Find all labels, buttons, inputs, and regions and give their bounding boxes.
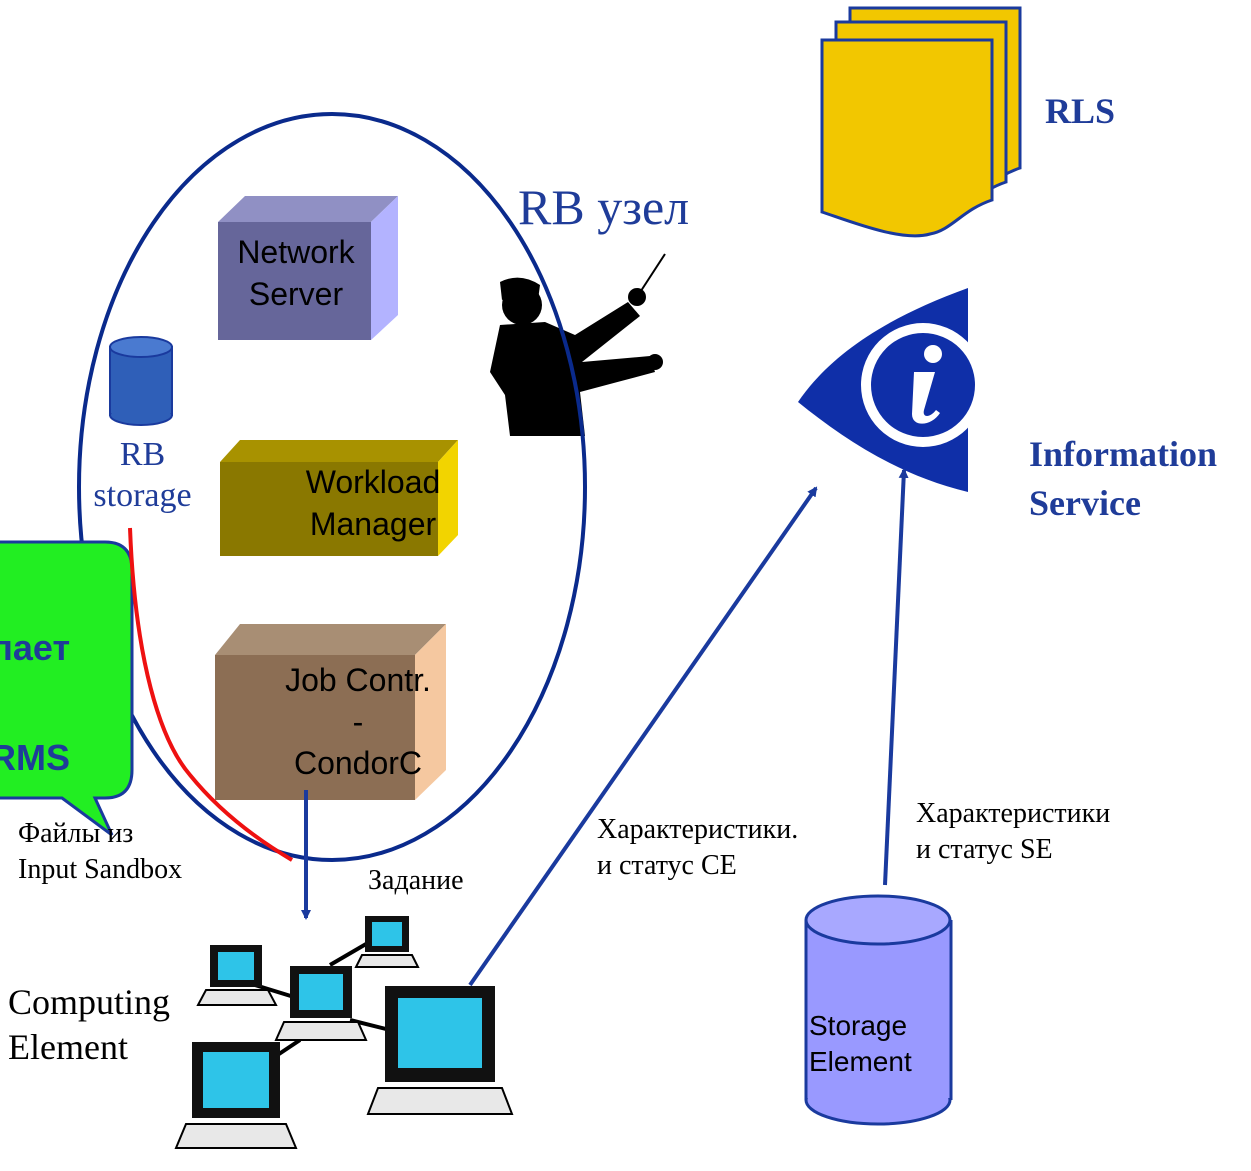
rb-node-title: RB узел [518, 179, 690, 235]
computer-icon [174, 1042, 298, 1149]
job-label: Задание [368, 865, 464, 896]
se-status-line-1: Характеристики [916, 798, 1111, 829]
rls-label: RLS [1045, 91, 1116, 131]
workload-manager-line-2: Manager [309, 505, 437, 542]
job-controller-label: Job Contr. - CondorC [268, 660, 448, 785]
rb-storage-cylinder-icon [109, 336, 173, 426]
workload-manager-label: Workload Manager [288, 462, 458, 545]
information-service-label: Information Service [1029, 430, 1217, 527]
workload-manager-box [220, 440, 458, 556]
computing-element-line-2: Element [8, 1027, 128, 1067]
rb-storage-line-2: storage [93, 476, 192, 514]
computer-icon [354, 916, 420, 968]
computing-element-line-1: Computing [8, 982, 171, 1022]
storage-element-cylinder-icon [804, 894, 953, 1126]
network-server-label: Network Server [226, 232, 366, 315]
input-sandbox-line-1: Файлы из [18, 818, 134, 849]
rb-node-ellipse [77, 112, 587, 862]
workload-manager-line-1: Workload [305, 464, 441, 500]
ce-status-line-1: Характеристики. [597, 814, 799, 845]
rb-storage-label: RB storage [70, 435, 215, 517]
job-controller-box [215, 624, 446, 800]
storage-element-label: Storage Element [809, 1008, 912, 1081]
job-controller-line-1: Job Contr. [285, 662, 431, 698]
se-status-line-2: и статус SE [916, 834, 1053, 866]
rms-callout-text-2: RMS [0, 737, 70, 778]
storage-element-line-2: Element [809, 1046, 912, 1078]
storage-element-line-1: Storage [809, 1010, 908, 1041]
computing-element-computers-icon [174, 916, 514, 1149]
rms-callout-text-1: лает [0, 627, 71, 668]
network-server-box [218, 196, 398, 340]
input-sandbox-label: Файлы из Input Sandbox [18, 816, 182, 889]
rb-storage-line-1: RB [119, 436, 166, 473]
input-sandbox-line [128, 527, 294, 862]
network-server-line-1: Network [237, 234, 355, 270]
ce-status-label: Характеристики. и статус CE [597, 812, 798, 885]
job-controller-line-2: - [352, 703, 364, 740]
computer-icon [366, 986, 514, 1115]
job-controller-line-3: CondorC [293, 745, 423, 782]
input-sandbox-line-2: Input Sandbox [18, 854, 183, 886]
rms-callout-shape [0, 540, 134, 837]
computer-icon [196, 945, 278, 1006]
network-server-line-2: Server [248, 275, 344, 312]
ce-status-line-2: и статус CE [597, 850, 737, 882]
se-status-label: Характеристики и статус SE [916, 796, 1110, 869]
ce-info-arrow [468, 486, 818, 987]
information-eye-icon [798, 288, 985, 492]
rls-documents-icon [820, 6, 1022, 238]
computing-element-label: Computing Element [8, 980, 170, 1070]
information-service-line-2: Service [1029, 482, 1141, 523]
information-service-line-1: Information [1029, 434, 1217, 474]
se-info-arrow [883, 468, 909, 886]
computer-icon [274, 966, 368, 1041]
